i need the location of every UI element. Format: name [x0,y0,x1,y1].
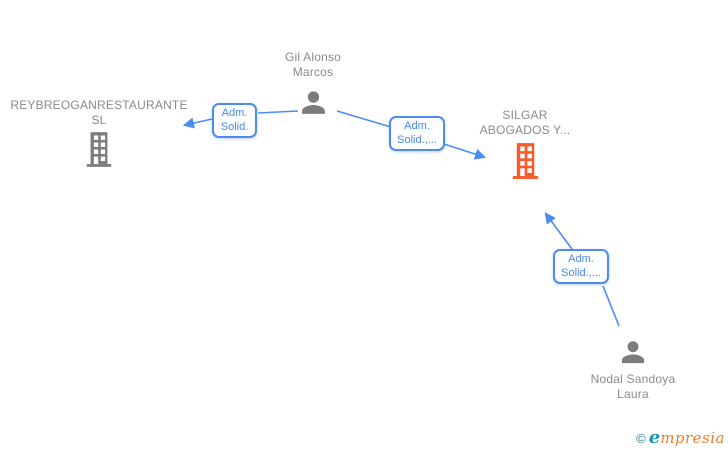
company-building-icon [512,143,538,179]
edge-nodal-to-silgar-b [544,212,573,250]
brand-text: mpresia [660,429,725,447]
node-silgar-abogados[interactable]: SILGAR ABOGADOS Y... [479,108,571,181]
node-nodal-sandoya-laura[interactable]: Nodal Sandoya Laura [583,336,683,401]
edge-gil-to-silgar-a [336,110,392,128]
brand-letter-e: e [648,427,661,448]
company-building-icon [86,132,112,167]
edge-gil-to-reybreogan-b [182,117,213,129]
node-label: REYBREOGANRESTAURANTE SL [10,98,188,127]
node-label: Gil Alonso Marcos [284,50,342,79]
edge-label-adm-solid-3[interactable]: Adm. Solid.,... [553,249,609,284]
edge-gil-to-silgar-b [443,143,487,160]
person-icon [621,341,645,364]
node-label: SILGAR ABOGADOS Y... [479,108,571,137]
node-reybreoganrestaurante-sl[interactable]: REYBREOGANRESTAURANTE SL [9,98,189,169]
node-label: Nodal Sandoya Laura [590,372,676,401]
copyright-symbol: © [636,431,646,446]
empresia-logo[interactable]: ©empresia [636,427,725,448]
edge-label-adm-solid[interactable]: Adm. Solid. [212,103,257,138]
edge-label-adm-solid-2[interactable]: Adm. Solid.,... [389,116,445,151]
node-gil-alonso-marcos[interactable]: Gil Alonso Marcos [263,50,363,119]
edge-gil-to-reybreogan-a [257,110,299,114]
edge-nodal-to-silgar-a [602,285,620,327]
person-icon [301,91,325,114]
